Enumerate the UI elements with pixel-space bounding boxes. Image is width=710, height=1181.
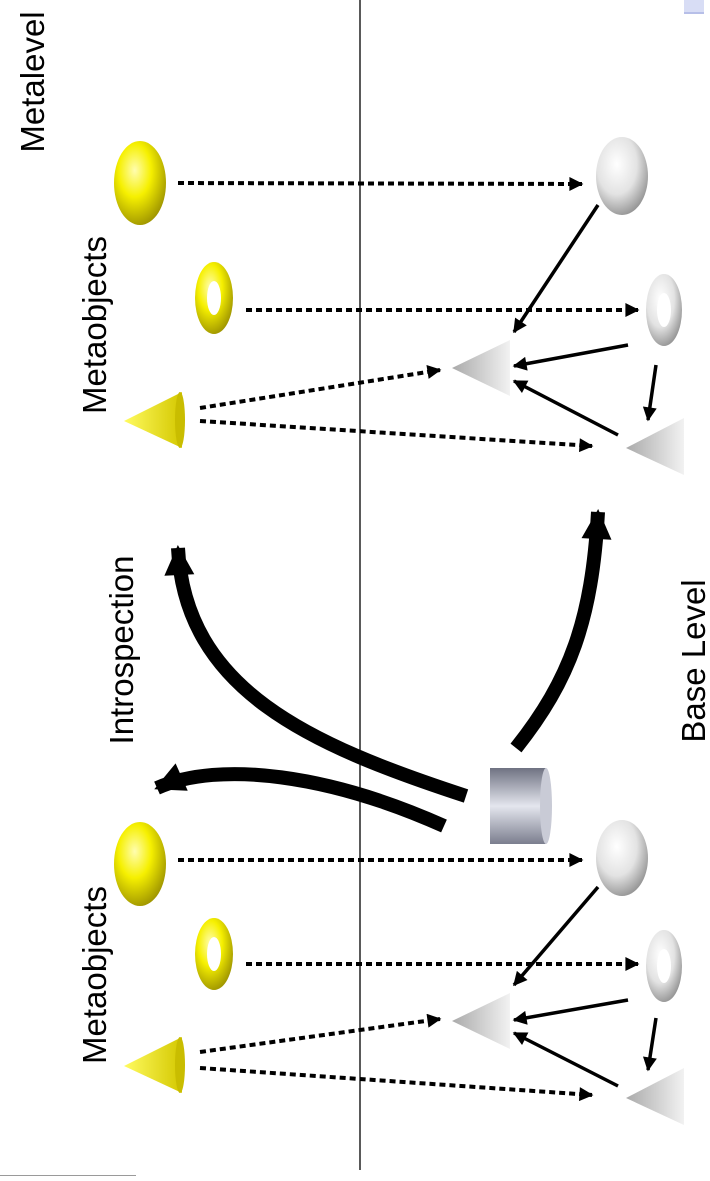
base-cone-top-right: [626, 418, 684, 475]
metaobjects-bottom-label: Metaobjects: [76, 886, 113, 1064]
meta-torus-bottom: [195, 918, 233, 990]
causal-link-cone-bottom-a: [199, 1013, 442, 1054]
base-relation-bottom-1: [512, 885, 600, 987]
base-sphere-top: [596, 137, 648, 215]
causal-link-sphere-top: [177, 176, 584, 191]
meta-torus-top: [195, 262, 233, 334]
causal-link-cone-top-a: [199, 365, 442, 410]
base-relation-top-4: [642, 364, 658, 422]
base-cone-bottom-right: [626, 1068, 684, 1125]
metaobjects-top-label: Metaobjects: [76, 236, 113, 414]
meta-cone-top: [124, 392, 182, 448]
base-access-arrow: [510, 509, 612, 753]
base-cone-bottom-left: [452, 993, 510, 1049]
introspection-arrow: [164, 545, 469, 803]
base-relation-top-3: [512, 379, 619, 437]
meta-sphere-bottom: [114, 822, 166, 906]
corner-mark: [684, 0, 704, 14]
base-relation-bottom-4: [642, 1017, 658, 1072]
meta-cone-bottom: [124, 1037, 182, 1093]
base-torus-bottom: [646, 930, 682, 1002]
base-sphere-bottom: [596, 820, 648, 896]
base-cone-top-left: [452, 340, 510, 396]
base-relation-bottom-3: [512, 1031, 619, 1088]
metalevel-label: Metalevel: [14, 11, 51, 152]
meta-access-arrow: [154, 763, 447, 833]
base-torus-top: [646, 274, 682, 346]
causal-link-cone-top-b: [199, 419, 594, 453]
introspection-label: Introspection: [103, 556, 140, 745]
base-relation-top-2: [512, 343, 629, 371]
base-level-label: Base Level: [675, 579, 710, 742]
meta-sphere-top: [114, 141, 166, 225]
base-relation-top-1: [512, 204, 600, 334]
base-relation-bottom-2: [512, 998, 629, 1025]
reflective-object-cylinder: [490, 768, 552, 844]
footer-rule: [0, 1175, 136, 1176]
causal-link-cone-bottom-b: [199, 1066, 594, 1102]
